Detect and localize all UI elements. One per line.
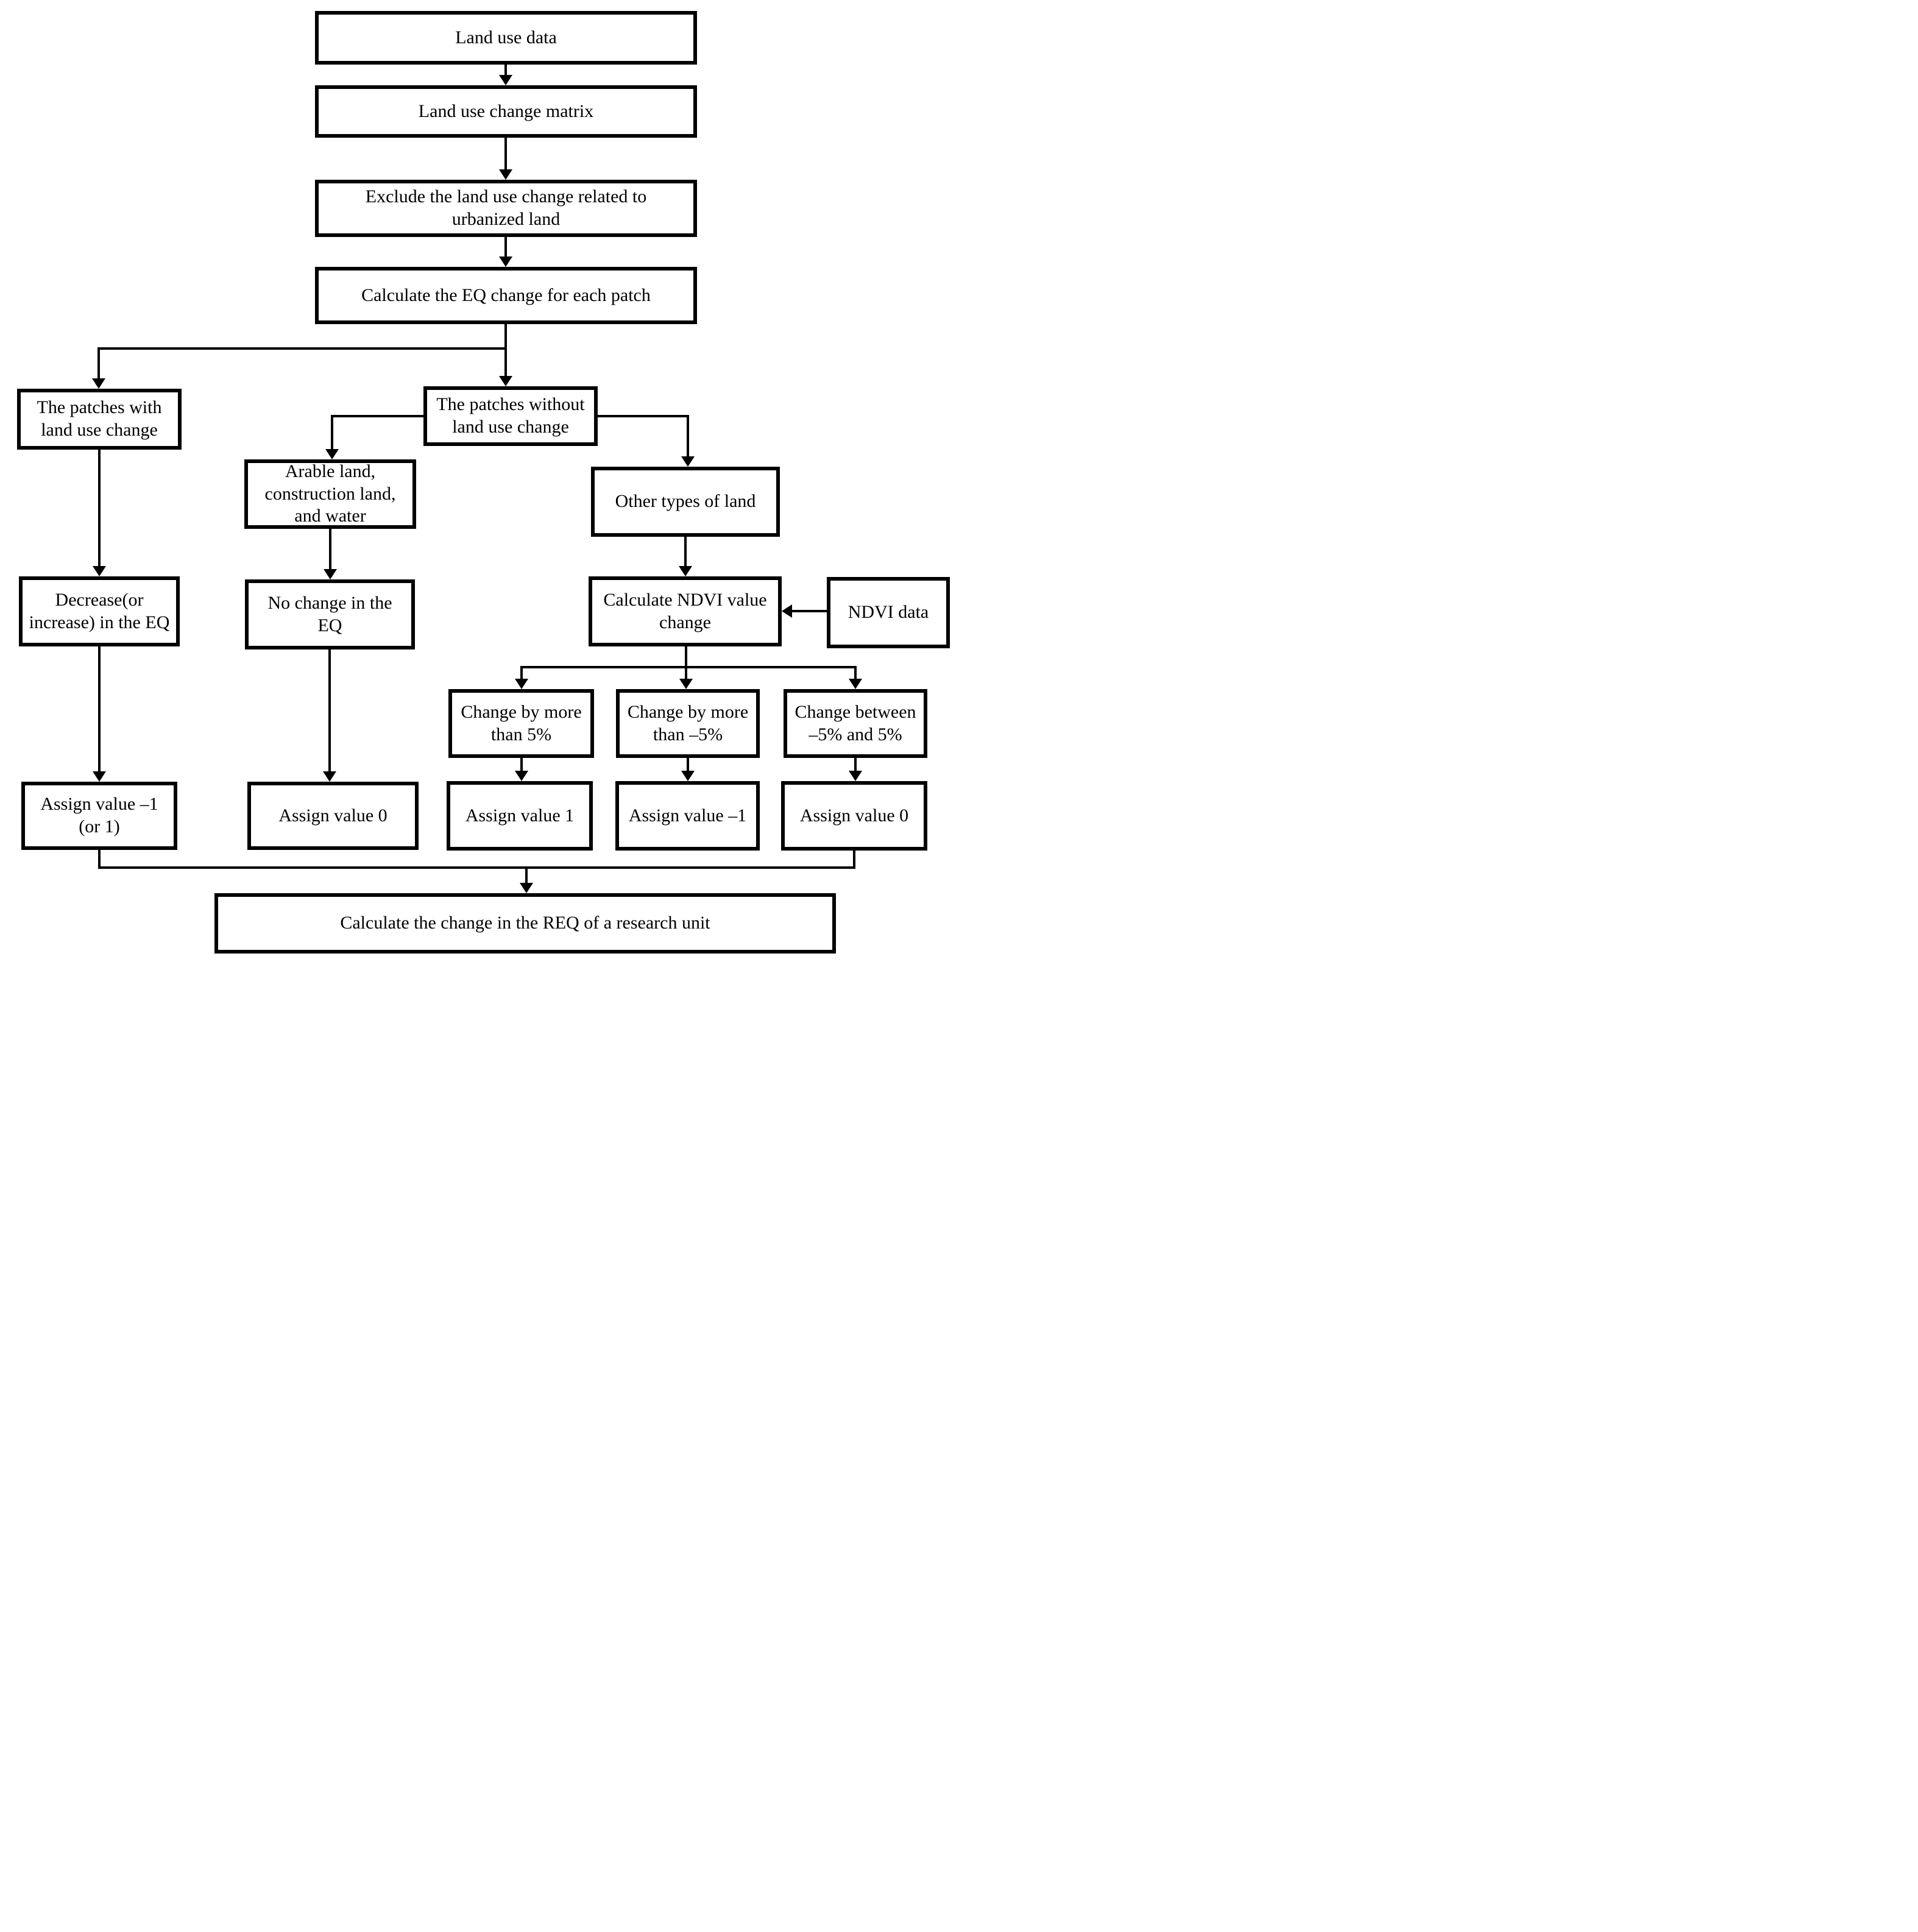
connector-line — [98, 850, 101, 869]
arrowhead-down-icon — [499, 257, 512, 267]
arrowhead-down-icon — [324, 569, 337, 579]
node-land-use-data: Land use data — [315, 11, 697, 65]
connector-line — [98, 866, 855, 869]
arrowhead-down-icon — [93, 771, 106, 782]
connector-line — [525, 866, 528, 885]
connector-line — [97, 347, 100, 380]
connector-line — [97, 347, 507, 350]
connector-line — [598, 415, 689, 417]
node-exclude-urbanized-land: Exclude the land use change related to u… — [315, 180, 697, 237]
connector-line — [329, 529, 331, 570]
connector-line — [504, 138, 507, 172]
connector-line — [98, 646, 101, 773]
connector-line — [504, 65, 507, 78]
arrowhead-left-icon — [782, 604, 792, 618]
arrowhead-down-icon — [499, 75, 512, 85]
node-land-use-change-matrix: Land use change matrix — [315, 85, 697, 138]
node-calculate-ndvi-change: Calculate NDVI value change — [589, 576, 782, 646]
node-patches-without-change: The patches without land use change — [423, 386, 598, 446]
arrowhead-down-icon — [681, 456, 695, 467]
node-arable-construction-water: Arable land, construction land, and wate… — [244, 459, 416, 529]
connector-line — [790, 610, 827, 612]
node-assign-value-1: Assign value 1 — [447, 781, 593, 851]
connector-line — [328, 649, 331, 773]
arrowhead-down-icon — [323, 771, 336, 782]
connector-line — [854, 666, 857, 681]
node-assign-value-0-right: Assign value 0 — [781, 781, 927, 851]
connector-line — [520, 666, 857, 668]
node-change-more-than-neg5: Change by more than –5% — [616, 689, 760, 758]
arrowhead-down-icon — [679, 679, 693, 689]
connector-line — [687, 758, 689, 773]
connector-line — [685, 646, 687, 681]
arrowhead-down-icon — [515, 679, 528, 689]
node-change-between-neg5-and-5: Change between –5% and 5% — [784, 689, 927, 758]
arrowhead-down-icon — [325, 449, 339, 459]
node-assign-value-0-left: Assign value 0 — [247, 782, 419, 850]
connector-line — [854, 758, 857, 773]
node-calculate-eq-change: Calculate the EQ change for each patch — [315, 267, 697, 324]
node-assign-value-neg1-or-1: Assign value –1 (or 1) — [21, 782, 177, 850]
arrowhead-down-icon — [515, 771, 528, 781]
connector-line — [504, 324, 507, 378]
node-no-change-eq: No change in the EQ — [245, 579, 415, 649]
connector-line — [684, 537, 687, 567]
connector-line — [687, 415, 689, 458]
node-change-more-than-5: Change by more than 5% — [448, 689, 594, 758]
arrowhead-down-icon — [849, 771, 862, 781]
arrowhead-down-icon — [499, 376, 512, 386]
arrowhead-down-icon — [93, 566, 106, 576]
flowchart-canvas: Land use data Land use change matrix Exc… — [0, 0, 959, 966]
arrowhead-down-icon — [681, 771, 695, 781]
node-ndvi-data: NDVI data — [827, 577, 950, 648]
connector-line — [853, 851, 855, 869]
node-other-types-of-land: Other types of land — [591, 467, 780, 537]
connector-line — [98, 450, 101, 568]
connector-line — [331, 415, 423, 417]
arrowhead-down-icon — [679, 566, 692, 576]
connector-line — [520, 758, 523, 773]
node-assign-value-neg1: Assign value –1 — [615, 781, 760, 851]
connector-line — [504, 237, 507, 259]
arrowhead-down-icon — [849, 679, 862, 689]
node-patches-with-change: The patches with land use change — [17, 389, 182, 450]
arrowhead-down-icon — [92, 378, 105, 389]
node-decrease-increase-eq: Decrease(or increase) in the EQ — [19, 576, 180, 646]
node-calculate-req-change: Calculate the change in the REQ of a res… — [214, 893, 836, 954]
arrowhead-down-icon — [520, 883, 533, 893]
connector-line — [520, 666, 523, 681]
arrowhead-down-icon — [499, 169, 512, 180]
connector-line — [331, 415, 333, 450]
